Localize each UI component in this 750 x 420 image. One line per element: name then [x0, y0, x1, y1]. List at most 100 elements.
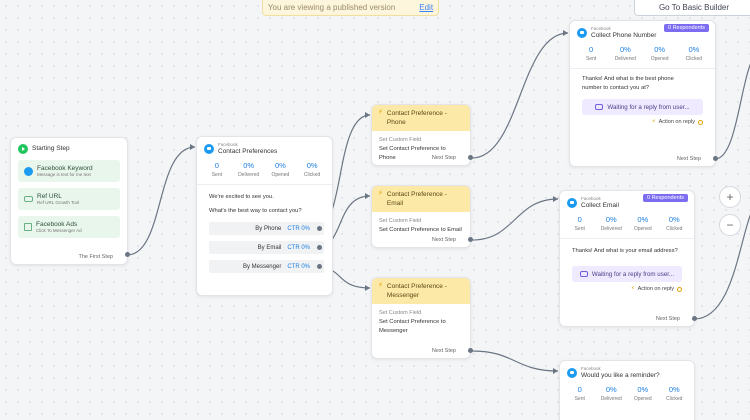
- link-email-action-to-collect: [471, 198, 559, 241]
- output-port[interactable]: [713, 156, 718, 161]
- output-port[interactable]: [692, 316, 697, 321]
- edit-link[interactable]: Edit: [419, 3, 434, 12]
- platform-label: Facebook: [218, 142, 238, 147]
- link-phone-action-to-collect: [471, 32, 569, 159]
- stat-opened-label: Opened: [633, 396, 652, 403]
- stat-clicked-value: 0%: [306, 161, 318, 171]
- stat-opened-value: 0%: [637, 215, 649, 225]
- stat-delivered-label: Delivered: [600, 226, 622, 233]
- action-value: Set Contact Preference to Phone: [379, 146, 446, 161]
- platform-label: Facebook: [581, 196, 601, 201]
- output-port[interactable]: [468, 155, 473, 160]
- respondents-badge[interactable]: 0 Respondents: [664, 24, 709, 32]
- option-port[interactable]: [317, 245, 322, 251]
- option-by-phone[interactable]: By Phone CTR 0%: [209, 222, 324, 236]
- respondents-badge[interactable]: 0 Respondents: [643, 194, 688, 202]
- collect-phone-node[interactable]: 0 Respondents Facebook Collect Phone Num…: [569, 20, 718, 167]
- link-phone-collect-out: [714, 63, 750, 160]
- stat-opened-label: Opened: [633, 226, 652, 233]
- link-messenger-to-reminder: [471, 350, 559, 372]
- stat-sent-value: 0: [577, 215, 582, 225]
- action-value: Set Contact Preference to Email: [379, 227, 462, 234]
- option-by-email[interactable]: By Email CTR 0%: [209, 241, 324, 255]
- stat-opened-value: 0%: [637, 385, 649, 395]
- stat-delivered-label: Delivered: [600, 396, 622, 403]
- stat-sent-label: Sent: [211, 172, 223, 179]
- message-text: Thanks! And what is the best phone numbe…: [582, 76, 674, 92]
- link-start-to-contact: [126, 146, 196, 256]
- node-title: Contact Preference - Phone: [386, 110, 447, 127]
- waiting-reply-pill: Waiting for a reply from user...: [572, 266, 682, 283]
- output-port[interactable]: [468, 348, 473, 353]
- action-label: Set Custom Field: [379, 218, 422, 225]
- messenger-icon: [577, 28, 587, 39]
- node-footer: The First Step: [78, 254, 113, 260]
- option-port[interactable]: [317, 226, 322, 232]
- node-title: Contact Preferences: [218, 147, 278, 155]
- option-label: By Email: [257, 244, 282, 251]
- trigger-title: Ref URL: [37, 192, 62, 200]
- message-text: Thanks! And what is your email address?: [572, 248, 678, 255]
- output-port[interactable]: [468, 237, 473, 242]
- stat-clicked-label: Clicked: [685, 56, 703, 63]
- node-title: Collect Phone Number: [591, 31, 657, 39]
- trigger-facebook-keyword[interactable]: Facebook Keyword Message is text for me …: [18, 160, 120, 182]
- published-version-banner: You are viewing a published version Edit: [262, 0, 439, 16]
- node-footer: Next Step: [676, 156, 701, 162]
- bolt-icon: ⚡: [630, 286, 635, 293]
- node-footer: Next Step: [431, 155, 456, 161]
- trigger-facebook-ads[interactable]: Facebook Ads Click To Messenger Ad: [18, 216, 120, 238]
- trigger-title: Facebook Keyword: [37, 164, 93, 172]
- ad-icon: [24, 223, 32, 231]
- starting-step-node[interactable]: Starting Step Facebook Keyword Message i…: [10, 137, 130, 265]
- output-port[interactable]: [125, 252, 130, 257]
- node-footer: Next Step: [431, 237, 456, 243]
- stat-delivered-label: Delivered: [614, 56, 636, 63]
- action-on-reply-label: Action on reply: [658, 119, 695, 126]
- trigger-ref-url[interactable]: Ref URL Ref URL Growth Tool: [18, 188, 120, 210]
- option-ctr: CTR 0%: [287, 225, 310, 232]
- option-by-messenger[interactable]: By Messenger CTR 0%: [209, 260, 324, 274]
- bolt-icon: ⚡: [378, 109, 383, 116]
- node-title: Collect Email: [581, 201, 619, 209]
- stat-sent-value: 0: [214, 161, 219, 171]
- stat-delivered-value: 0%: [605, 385, 617, 395]
- stat-opened-value: 0%: [274, 161, 286, 171]
- messenger-icon: [204, 144, 214, 155]
- go-to-basic-builder-button[interactable]: Go To Basic Builder: [634, 0, 750, 16]
- action-on-reply[interactable]: ⚡ Action on reply: [560, 282, 694, 292]
- stat-delivered-label: Delivered: [238, 172, 260, 179]
- chat-icon: [595, 104, 604, 111]
- action-label: Set Custom Field: [379, 137, 422, 144]
- stat-opened-label: Opened: [271, 172, 290, 179]
- action-email-node[interactable]: ⚡Contact Preference - Email Set Custom F…: [371, 185, 473, 248]
- zoom-out-button[interactable]: −: [719, 214, 741, 236]
- trigger-subtitle: Click To Messenger Ad: [36, 228, 82, 234]
- zoom-in-button[interactable]: +: [719, 186, 741, 208]
- option-port[interactable]: [317, 264, 322, 270]
- node-title: Contact Preference - Messenger: [386, 283, 447, 300]
- platform-label: Facebook: [591, 26, 611, 31]
- stat-delivered-value: 0%: [243, 161, 255, 171]
- platform-label: Facebook: [581, 366, 601, 371]
- bolt-icon: ⚡: [378, 190, 383, 197]
- node-title: Contact Preference - Email: [386, 191, 447, 208]
- action-phone-node[interactable]: ⚡Contact Preference - Phone Set Custom F…: [371, 104, 473, 166]
- action-on-reply[interactable]: ⚡ Action on reply: [570, 115, 715, 125]
- action-on-reply-label: Action on reply: [637, 286, 674, 293]
- node-title: Would you like a reminder?: [581, 371, 660, 379]
- stat-delivered-value: 0%: [619, 45, 631, 55]
- reply-port-icon[interactable]: [677, 286, 682, 292]
- node-title: Starting Step: [32, 145, 70, 153]
- action-messenger-node[interactable]: ⚡Contact Preference - Messenger Set Cust…: [371, 277, 473, 359]
- stat-clicked-label: Clicked: [303, 172, 321, 179]
- waiting-text: Waiting for a reply from user...: [591, 270, 675, 278]
- stat-clicked-value: 0%: [688, 45, 700, 55]
- reply-port-icon[interactable]: [698, 119, 703, 125]
